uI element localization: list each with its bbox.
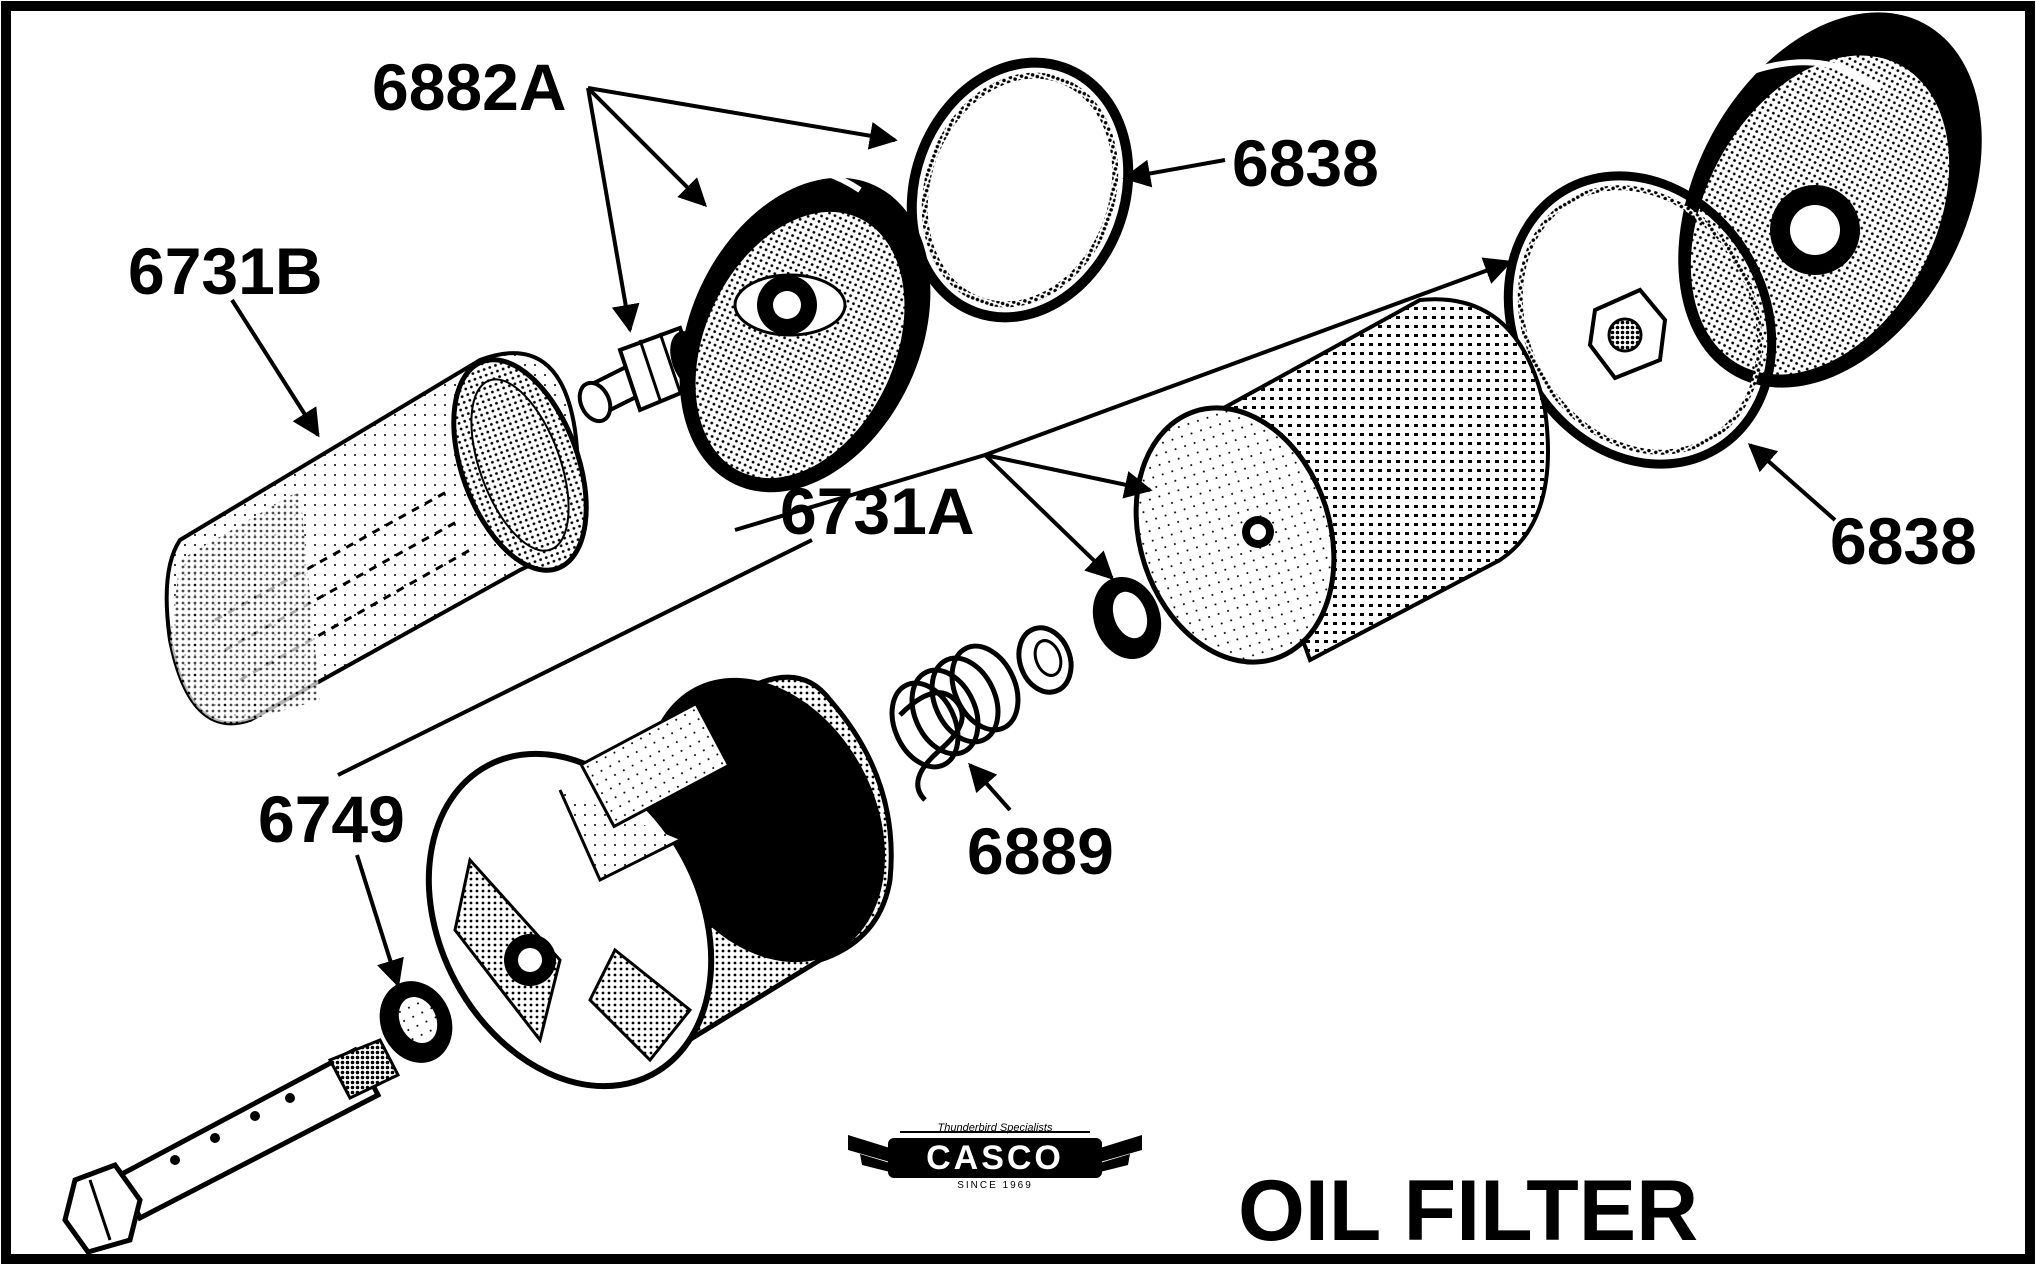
- part-label-6838-top: 6838: [1232, 126, 1379, 200]
- part-label-6889: 6889: [967, 814, 1114, 888]
- spring-6889: [889, 643, 1021, 802]
- logo-since: SINCE 1969: [957, 1180, 1033, 1191]
- hex-nut: [1587, 287, 1668, 381]
- part-label-6838-right: 6838: [1830, 504, 1977, 578]
- part-label-6731B: 6731B: [128, 234, 323, 308]
- casco-logo: [848, 1131, 1142, 1178]
- part-label-6749: 6749: [258, 782, 405, 856]
- logo-tagline: Thunderbird Specialists: [937, 1122, 1053, 1134]
- center-bolt: [62, 1038, 401, 1255]
- filter-element-6731A: [1133, 297, 1550, 665]
- gasket-6749: [379, 981, 453, 1063]
- retaining-washer: [1016, 625, 1074, 695]
- gasket-6838-top: [906, 57, 1134, 323]
- diagram-title: OIL FILTER: [1238, 1163, 1699, 1259]
- seal-ring-6731A: [1092, 576, 1162, 660]
- cover-plate-6882A: [679, 164, 931, 493]
- filter-housing-shell: [425, 674, 894, 1090]
- spin-on-filter-6731B: [164, 351, 589, 726]
- part-label-6882A: 6882A: [372, 50, 567, 124]
- part-label-6731A: 6731A: [780, 474, 975, 548]
- leader-lines: [230, 86, 1837, 988]
- logo-brand: CASCO: [926, 1139, 1064, 1177]
